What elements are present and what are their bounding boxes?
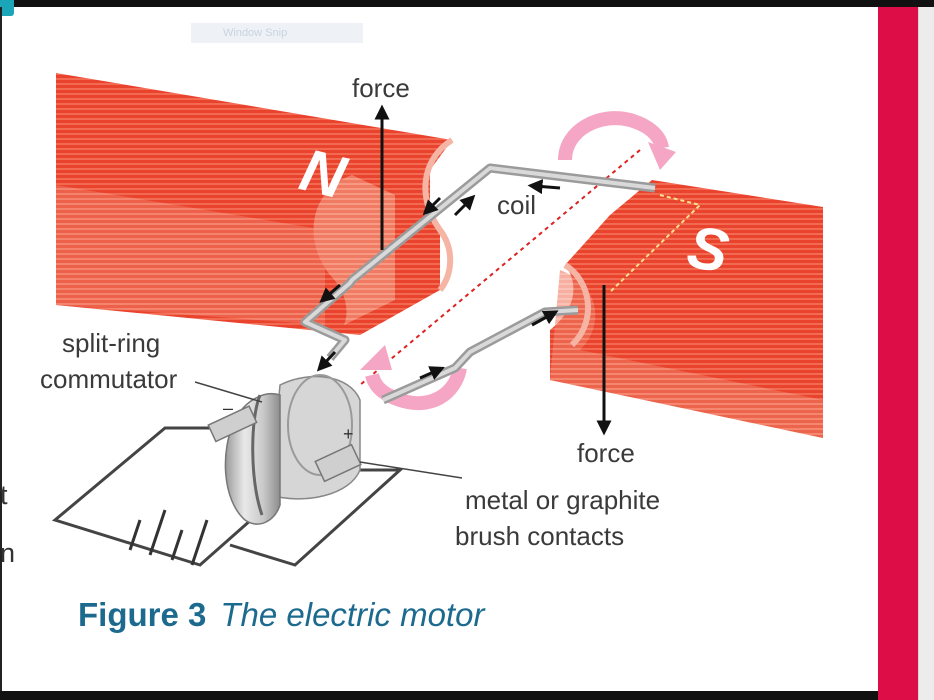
figure-caption: Figure 3 The electric motor	[78, 596, 484, 634]
rotation-arrow-top-head	[648, 142, 676, 170]
right-window-edge	[918, 7, 934, 700]
force-label-top: force	[352, 73, 410, 103]
plus-terminal-label: +	[343, 424, 354, 444]
brush-label-line1: metal or graphite	[465, 485, 660, 515]
figure-title: The electric motor	[220, 596, 485, 633]
brush-contact-right	[314, 443, 362, 483]
cut-off-text-1: t	[0, 480, 8, 510]
figure-number: Figure 3	[78, 596, 207, 633]
top-window-border	[0, 0, 934, 7]
cut-off-text-2: n	[0, 538, 16, 568]
brush-leader-line	[359, 461, 463, 479]
left-window-border	[0, 7, 2, 691]
rotation-arrow-top	[558, 111, 669, 161]
force-label-bottom: force	[577, 438, 635, 468]
brush-contact-left	[207, 405, 258, 443]
brush-label-line2: brush contacts	[455, 521, 624, 551]
split-ring-label-line2: commutator	[40, 364, 178, 394]
electric-motor-diagram: force force coil N S split-ring commutat…	[40, 73, 823, 567]
minus-terminal-label: –	[223, 398, 233, 418]
south-magnet	[550, 180, 823, 438]
window-snip-label: Window Snip	[191, 23, 363, 43]
coil	[300, 163, 656, 405]
window-corner-tab	[0, 0, 14, 16]
rotation-arrow-bottom-head	[360, 345, 392, 370]
rotation-arrow-bottom	[365, 366, 467, 411]
split-ring-label-line1: split-ring	[62, 328, 160, 358]
north-magnet	[56, 73, 454, 335]
external-circuit	[51, 426, 404, 567]
commutator-leader-line	[194, 381, 263, 403]
page-accent-stripe	[878, 7, 918, 700]
coil-label: coil	[497, 190, 536, 220]
bottom-window-border	[0, 691, 878, 700]
rotation-axis	[359, 149, 641, 386]
